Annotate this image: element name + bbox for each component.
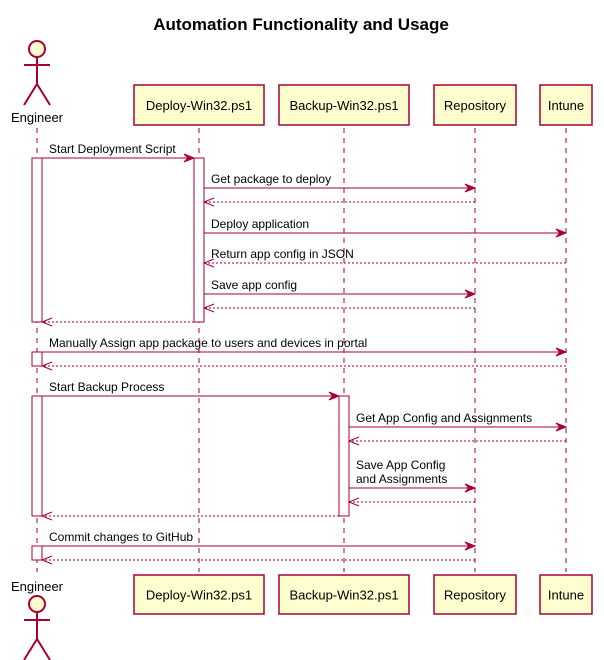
message-2: Get package to deploy: [204, 172, 477, 193]
message-12: Get App Config and Assignments: [349, 411, 568, 432]
arrowhead-open: [347, 497, 360, 507]
message-8: [40, 317, 194, 327]
participant-label-repo-bottom: Repository: [444, 588, 507, 603]
activation-bar-engineer: [31, 157, 43, 323]
message-15: [347, 497, 475, 507]
activation-bars: [31, 157, 350, 561]
participant-label-deploy-bottom: Deploy-Win32.ps1: [146, 588, 252, 603]
message-9: Manually Assign app package to users and…: [42, 336, 568, 357]
participant-box-deploy-top: [133, 84, 265, 126]
arrowhead-open: [40, 555, 53, 565]
participant-label-intune-bottom: Intune: [548, 588, 584, 603]
arrowhead-open: [40, 317, 53, 327]
participant-label-intune-top: Intune: [548, 98, 584, 113]
arrowhead-filled: [555, 228, 568, 238]
arrowhead-open: [202, 197, 215, 207]
message-16: [40, 511, 339, 521]
participant-box-deploy-bottom: [133, 574, 265, 615]
participant-box-intune-top: [539, 84, 593, 126]
message-5: Return app config in JSON: [202, 247, 566, 268]
message-label: Deploy application: [211, 217, 309, 231]
participant-box-intune-bottom: [539, 574, 593, 615]
arrowhead-open: [202, 258, 215, 268]
activation-bar-engineer: [31, 395, 43, 517]
arrowhead-open: [40, 511, 53, 521]
message-1: Start Deployment Script: [42, 142, 196, 163]
arrowhead-filled: [464, 541, 477, 551]
message-label: and Assignments: [356, 472, 447, 486]
arrowhead-open: [347, 436, 360, 446]
participant-box-backup-top: [278, 84, 410, 126]
message-18: [40, 555, 475, 565]
participant-label-backup-top: Backup-Win32.ps1: [289, 98, 398, 113]
message-10: [40, 361, 566, 371]
arrowhead-filled: [328, 391, 341, 401]
arrowhead-open: [40, 361, 53, 371]
activation-bar-deploy: [193, 157, 205, 323]
activation-bar-engineer: [31, 351, 43, 367]
arrowhead-filled: [555, 422, 568, 432]
actor-figure-top: [23, 40, 51, 106]
message-7: [202, 303, 475, 313]
participants: EngineerEngineerDeploy-Win32.ps1Deploy-W…: [11, 40, 593, 660]
message-label: Manually Assign app package to users and…: [49, 336, 367, 350]
actor-figure-bottom: [23, 595, 51, 660]
activation-bar-backup: [338, 395, 350, 517]
message-label: Save App Config: [356, 458, 445, 472]
activation-bar-engineer: [31, 545, 43, 561]
diagram-title: Automation Functionality and Usage: [153, 15, 449, 34]
arrowhead-filled: [555, 347, 568, 357]
message-label: Get package to deploy: [211, 172, 331, 186]
message-17: Commit changes to GitHub: [42, 530, 477, 551]
arrowhead-filled: [464, 289, 477, 299]
message-11: Start Backup Process: [42, 380, 341, 401]
message-label: Start Backup Process: [49, 380, 164, 394]
message-label: Get App Config and Assignments: [356, 411, 532, 425]
participant-box-backup-bottom: [278, 574, 410, 615]
arrowhead-open: [202, 303, 215, 313]
lifelines: [36, 128, 567, 572]
participant-box-repo-top: [433, 84, 517, 126]
message-13: [347, 436, 566, 446]
participant-label-deploy-top: Deploy-Win32.ps1: [146, 98, 252, 113]
message-3: [202, 197, 475, 207]
participant-label-backup-bottom: Backup-Win32.ps1: [289, 588, 398, 603]
message-label: Save app config: [211, 278, 297, 292]
message-label: Commit changes to GitHub: [49, 530, 193, 544]
message-label: Return app config in JSON: [211, 247, 354, 261]
participant-label-repo-top: Repository: [444, 98, 507, 113]
arrowhead-filled: [183, 153, 196, 163]
message-label: Start Deployment Script: [49, 142, 176, 156]
participant-label-engineer-bottom: Engineer: [11, 579, 64, 594]
message-6: Save app config: [204, 278, 477, 299]
participant-label-engineer-top: Engineer: [11, 110, 64, 125]
arrowhead-filled: [464, 483, 477, 493]
participant-box-repo-bottom: [433, 574, 517, 615]
message-4: Deploy application: [204, 217, 568, 238]
arrowhead-filled: [464, 183, 477, 193]
